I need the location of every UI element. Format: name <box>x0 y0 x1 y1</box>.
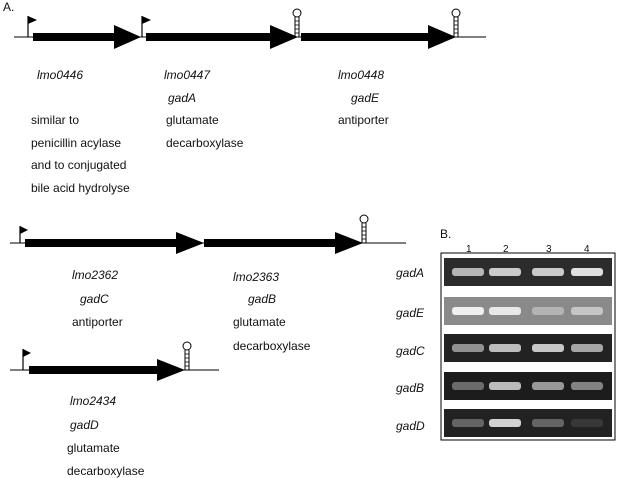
gene-arrow-gadE <box>301 25 456 49</box>
gene-name-label: gadA <box>168 91 197 105</box>
gel-band-gadC-lane-2 <box>489 344 521 352</box>
panel-label-a: A. <box>3 0 15 14</box>
gene-name-label: gadD <box>70 418 99 432</box>
gel-band-gadE-lane-3 <box>532 307 564 315</box>
gel-band-gadD-lane-3 <box>532 419 564 427</box>
gel-band-gadA-lane-1 <box>452 268 484 276</box>
gel-lane-number: 1 <box>466 244 472 255</box>
gel-row-label: gadC <box>396 344 425 358</box>
gene-locus-label: lmo0446 <box>37 68 84 82</box>
gene-description: similar to <box>31 113 80 127</box>
gene-description: glutamate <box>67 441 120 455</box>
gene-description: glutamate <box>166 113 219 127</box>
gene-description: decarboxylase <box>67 464 145 478</box>
gene-arrow-gadB <box>204 232 363 254</box>
gene-arrow-lmo0446 <box>33 25 141 49</box>
operon-lmo2362-2363 <box>10 214 406 254</box>
terminator-hairpin-icon <box>451 8 461 37</box>
promoter-flag-icon <box>22 349 31 370</box>
gel-row-label: gadA <box>396 266 425 280</box>
gel-band-gadB-lane-1 <box>452 382 484 390</box>
gel-band-gadD-lane-2 <box>489 419 521 427</box>
gene-description: antiporter <box>72 315 123 329</box>
gene-description: glutamate <box>233 315 286 329</box>
gene-locus-label: lmo2362 <box>72 268 119 282</box>
gene-description: antiporter <box>338 113 389 127</box>
gene-name-label: gadB <box>248 292 277 306</box>
gel-band-gadC-lane-4 <box>571 344 603 352</box>
gene-locus-label: lmo2434 <box>70 394 117 408</box>
gel-lane-number: 2 <box>503 244 509 255</box>
gel-band-gadA-lane-3 <box>532 268 564 276</box>
terminator-hairpin-icon <box>359 214 369 243</box>
gel-band-gadE-lane-4 <box>571 307 603 315</box>
gel-lane-number: 4 <box>584 244 590 255</box>
gel-row-label: gadE <box>396 306 425 320</box>
gel-band-gadA-lane-4 <box>571 268 603 276</box>
gel-band-gadB-lane-4 <box>571 382 603 390</box>
gel-band-gadD-lane-1 <box>452 419 484 427</box>
gel-band-gadB-lane-3 <box>532 382 564 390</box>
gel-row-label: gadD <box>396 419 425 433</box>
gel-band-gadE-lane-1 <box>452 307 484 315</box>
gene-arrow-gadA <box>146 25 298 49</box>
rt-pcr-gel-panel <box>440 252 616 441</box>
promoter-flag-icon <box>141 16 151 37</box>
gene-arrow-gadC <box>25 232 204 254</box>
gene-locus-label: lmo0447 <box>164 68 211 82</box>
gene-description: decarboxylase <box>166 136 244 150</box>
gel-band-gadB-lane-2 <box>489 382 521 390</box>
gel-band-gadA-lane-2 <box>489 268 521 276</box>
gel-band-gadE-lane-2 <box>489 307 521 315</box>
gene-locus-label: lmo2363 <box>233 270 280 284</box>
promoter-flag-icon <box>19 226 28 243</box>
gene-description: and to conjugated <box>31 158 127 172</box>
gel-row-label: gadB <box>396 381 425 395</box>
gene-description: penicillin acylase <box>31 136 122 150</box>
gene-name-label: gadC <box>80 292 109 306</box>
terminator-hairpin-icon <box>182 341 192 370</box>
gel-strip-gadD <box>444 409 612 437</box>
gel-strip-gadB <box>444 372 612 400</box>
terminator-hairpin-icon <box>292 8 302 37</box>
gel-band-gadC-lane-3 <box>532 344 564 352</box>
operon-lmo0446-0448 <box>14 8 486 49</box>
gene-locus-label: lmo0448 <box>338 68 385 82</box>
gene-description: bile acid hydrolyse <box>31 181 130 195</box>
gene-arrow-gadD <box>29 359 185 381</box>
gene-description: decarboxylase <box>233 339 311 353</box>
panel-label-b: B. <box>440 227 452 241</box>
gel-lane-number: 3 <box>546 244 552 255</box>
gel-band-gadD-lane-4 <box>571 419 603 427</box>
gel-band-gadC-lane-1 <box>452 344 484 352</box>
gene-name-label: gadE <box>351 91 380 105</box>
promoter-flag-icon <box>27 16 37 37</box>
operon-lmo2434 <box>10 341 219 381</box>
